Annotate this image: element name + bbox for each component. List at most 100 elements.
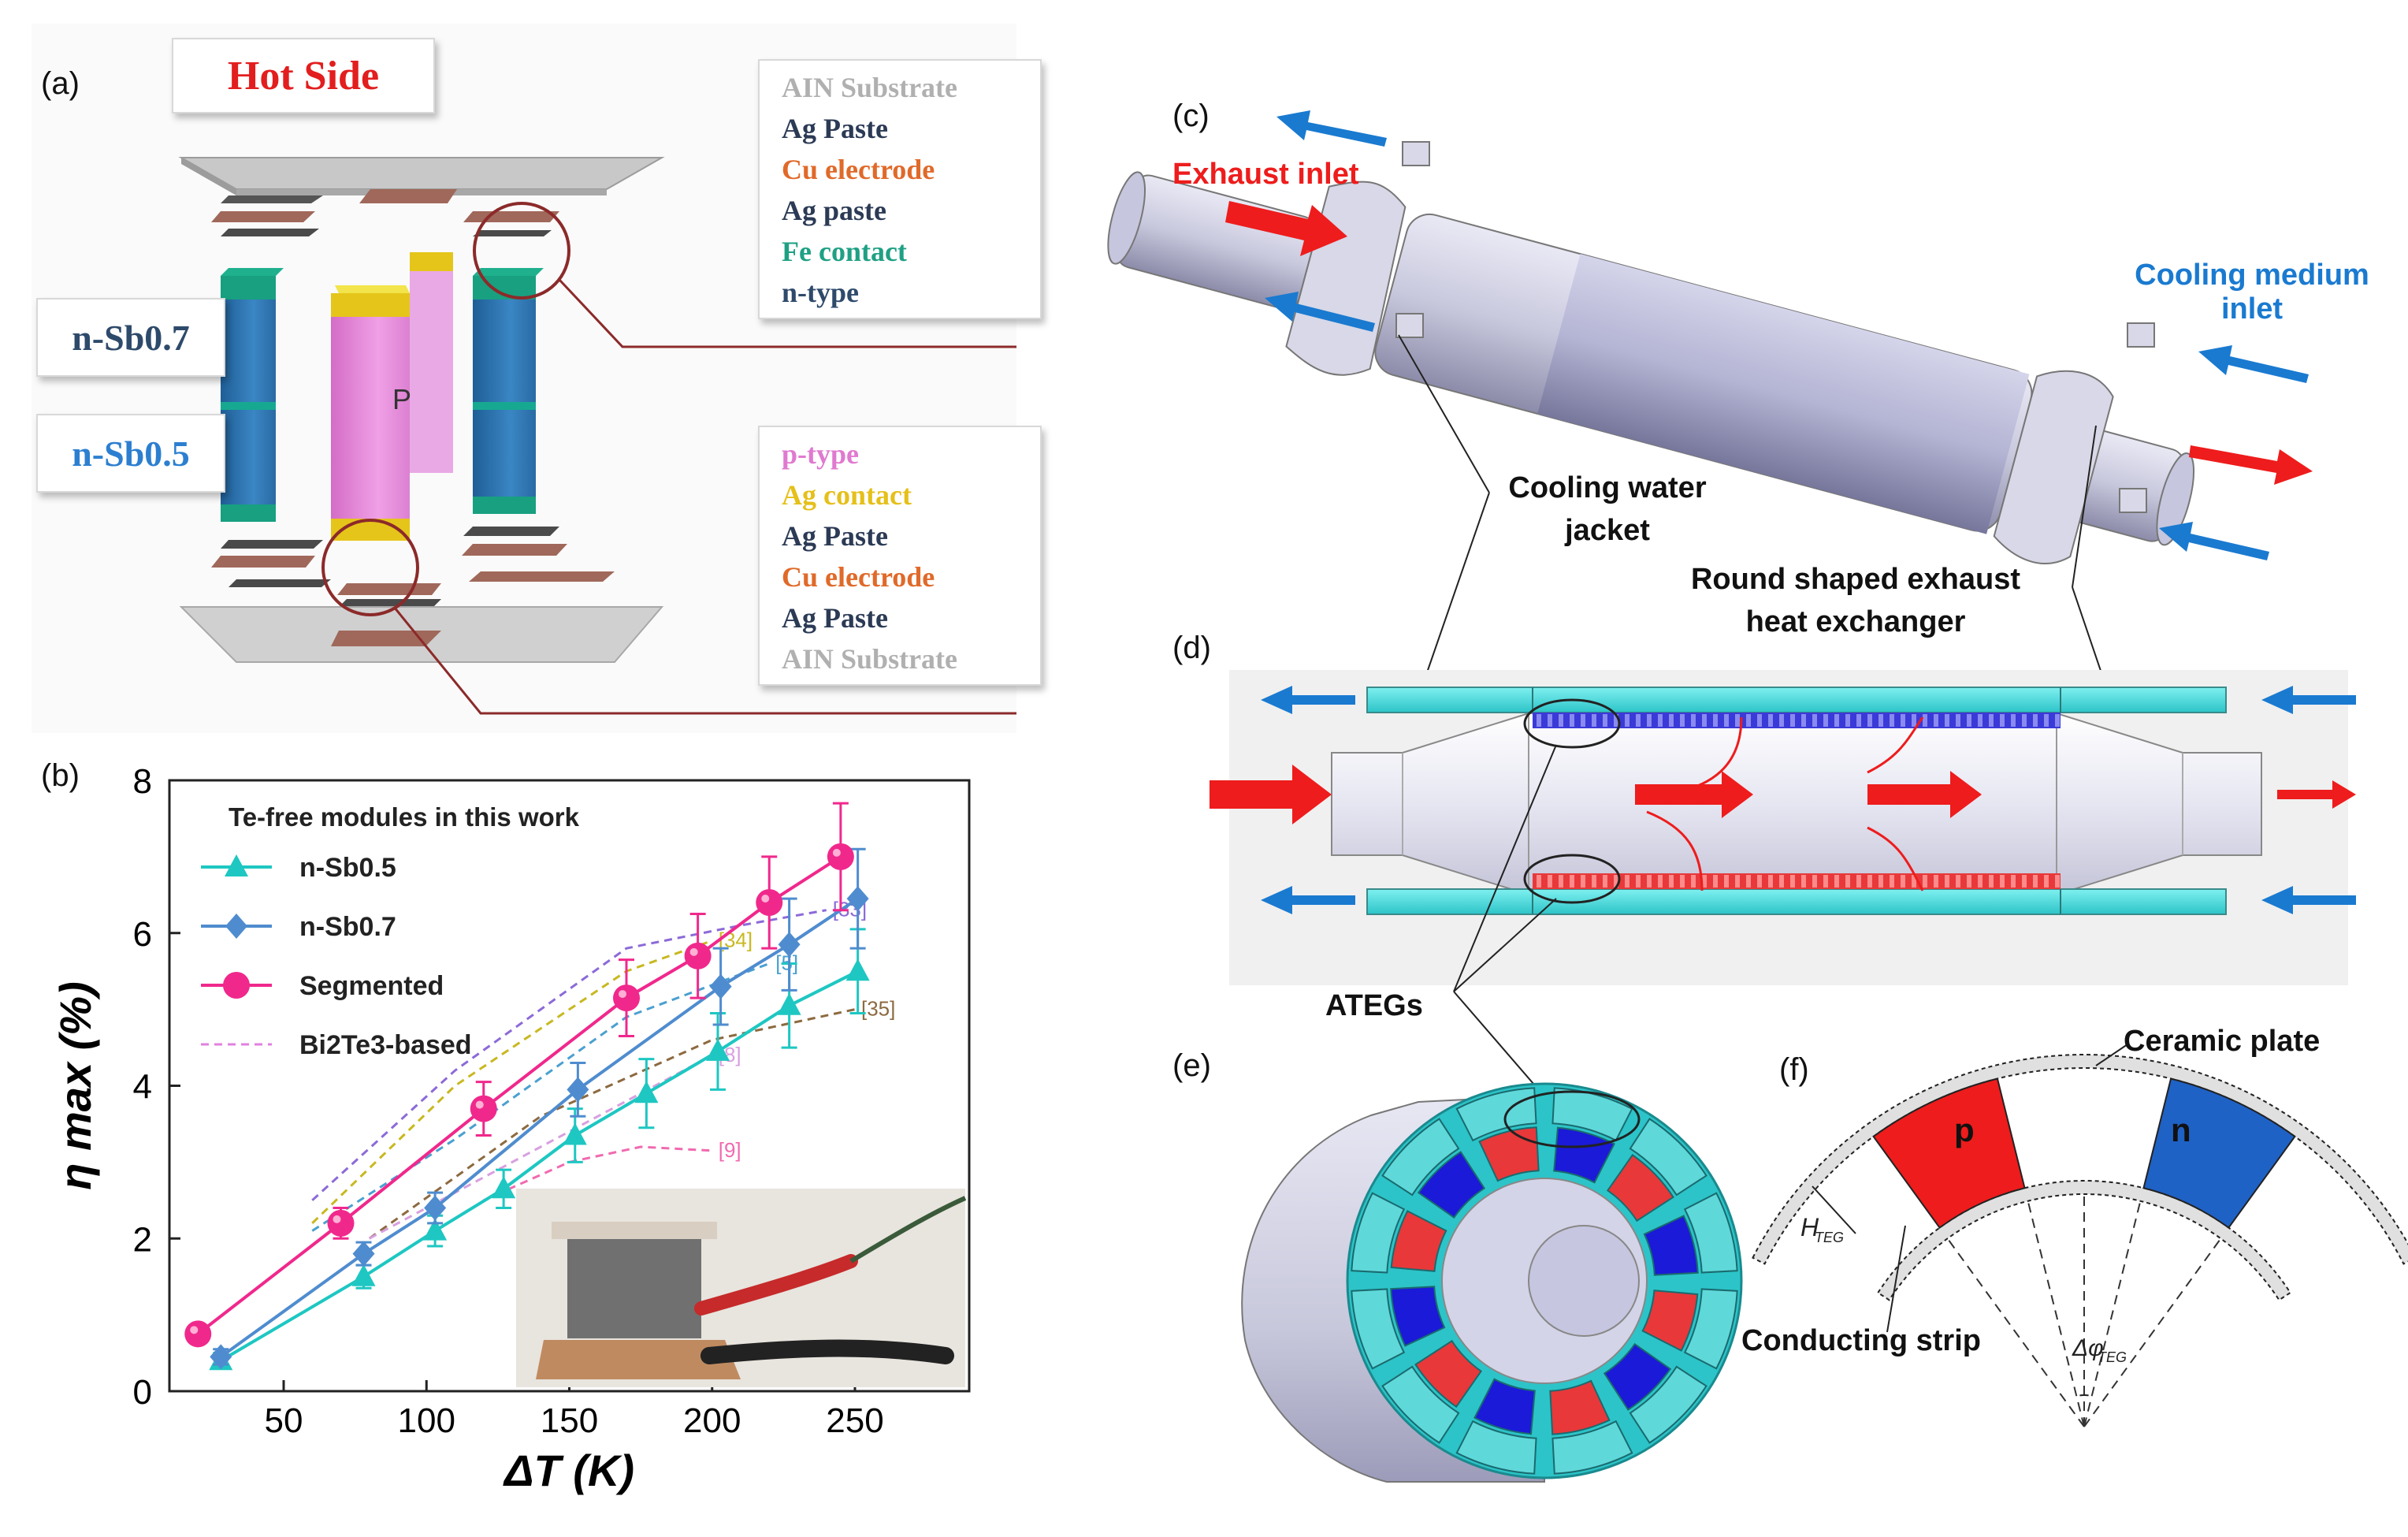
teg-top-tick [1834,714,1839,727]
bottom-cooling-jacket [1367,889,2226,914]
teg-bottom-tick [1878,875,1883,888]
round-shaped-line-2: heat exchanger [1643,601,2068,643]
layer-aln-substrate: AIN Substrate [782,67,1018,108]
left-leg-sb07 [221,300,276,402]
teg-bottom-tick [1867,875,1872,888]
right-leg-sb05 [473,410,536,497]
panel-label-e: (e) [1172,1048,1211,1084]
layer-ag-paste-3: Ag Paste [782,515,1018,556]
panel-label-f: (f) [1779,1052,1809,1088]
teg-top-tick [1669,714,1674,727]
ray-4 [2084,1235,2223,1427]
exhaust-body [1332,713,2261,895]
coolant-arrow-right-in [2198,345,2309,383]
teg-bottom-tick [1559,875,1563,888]
teg-top-tick [1912,714,1916,727]
ray-3 [2084,1197,2142,1427]
p-leg-ag-top [335,285,410,293]
teg-bottom-tick [2022,875,2027,888]
n-sb05-label: n-Sb0.5 [36,414,225,493]
teg-top-tick [1548,714,1552,727]
coolant-port-1 [1403,142,1429,166]
legend-title: Te-free modules in this work [229,802,579,832]
teg-top-tick [1603,714,1607,727]
teg-bottom-tick [1680,875,1685,888]
data-point [328,1210,355,1237]
teg-bottom-tick [1746,875,1751,888]
teg-bottom-tick [1945,875,1949,888]
teg-bottom-tick [2033,875,2038,888]
layer-fe-contact: Fe contact [782,231,1018,272]
teg-top-tick [1691,714,1696,727]
layer-cu-electrode-2: Cu electrode [782,556,1018,597]
teg-bottom-tick [1790,875,1795,888]
data-point-highlight [619,990,626,998]
teg-bottom-tick [1570,875,1574,888]
exhaust-inlet-label: Exhaust inlet [1172,158,1359,192]
teg-top-tick [1592,714,1596,727]
teg-top-tick [1945,714,1949,727]
left-leg-fe-bottom [221,504,276,522]
teg-top-tick [1559,714,1563,727]
top-electrode-2 [211,211,315,222]
teg-top-tick [1647,714,1652,727]
data-point [685,943,712,969]
teg-bottom-tick [1890,875,1894,888]
legend-label: Segmented [299,971,444,1001]
teg-top-tick [2022,714,2027,727]
layer-ag-paste-2: Ag paste [782,190,1018,231]
y-tick-label: 4 [133,1068,152,1107]
inner-tube [1529,1226,1639,1336]
panel-e-cylinder [1242,1084,1741,1482]
teg-bottom-tick [1812,875,1817,888]
ategs-label: ATEGs [1325,989,1423,1023]
teg-bottom-tick [1779,875,1784,888]
leader-jacket-d [1418,493,1489,698]
p-leg-label: P [392,383,411,416]
teg-bottom-tick [1934,875,1938,888]
bottom-paste-3 [229,579,331,587]
data-point [827,843,854,870]
round-exchanger-label: Round shaped exhaust heat exchanger [1643,558,2068,643]
p-label-f: p [1954,1111,1975,1148]
coolant-arrow-right-out [2159,522,2269,560]
teg-top-tick [1779,714,1784,727]
teg-top-tick [1790,714,1795,727]
teg-top-tick [1581,714,1585,727]
panel-label-b: (b) [41,758,80,794]
teg-top-tick [1812,714,1817,727]
teg-top-tick [1746,714,1751,727]
teg-top-tick [1658,714,1663,727]
round-shaped-line-1: Round shaped exhaust [1643,558,2068,601]
x-tick-label: 50 [265,1401,303,1440]
inset-photo [516,1189,965,1387]
teg-strip-top [1533,713,2061,728]
teg-bottom-tick [1989,875,1994,888]
legend-marker [223,972,250,999]
teg-bottom-tick [2055,875,2060,888]
left-leg-fe-top [221,268,284,276]
cooling-medium-line-2: inlet [2134,292,2370,326]
teg-bottom-tick [1735,875,1740,888]
bottom-electrode-3 [337,583,441,595]
data-point [613,984,640,1011]
teg-bottom-tick [2000,875,2005,888]
y-tick-label: 6 [133,915,152,954]
teg-bottom-tick [1923,875,1927,888]
top-layer-legend: AIN Substrate Ag Paste Cu electrode Ag p… [758,59,1042,319]
teg-bottom-tick [1724,875,1729,888]
panel-label-a: (a) [41,66,80,102]
p-leg-back [410,268,453,473]
teg-top-tick [1702,714,1707,727]
n-sb07-label: n-Sb0.7 [36,298,225,377]
right-leg-interface [473,402,536,410]
teg-bottom-tick [1625,875,1629,888]
conducting-strip-label: Conducting strip [1741,1324,1981,1358]
teg-top-tick [2055,714,2060,727]
right-leg-fe-bottom [473,497,536,514]
teg-bottom-tick [1691,875,1696,888]
h-teg-subscript: TEG [1815,1230,1844,1245]
dphi-subscript: TEG [2098,1349,2127,1365]
teg-top-tick [1890,714,1894,727]
